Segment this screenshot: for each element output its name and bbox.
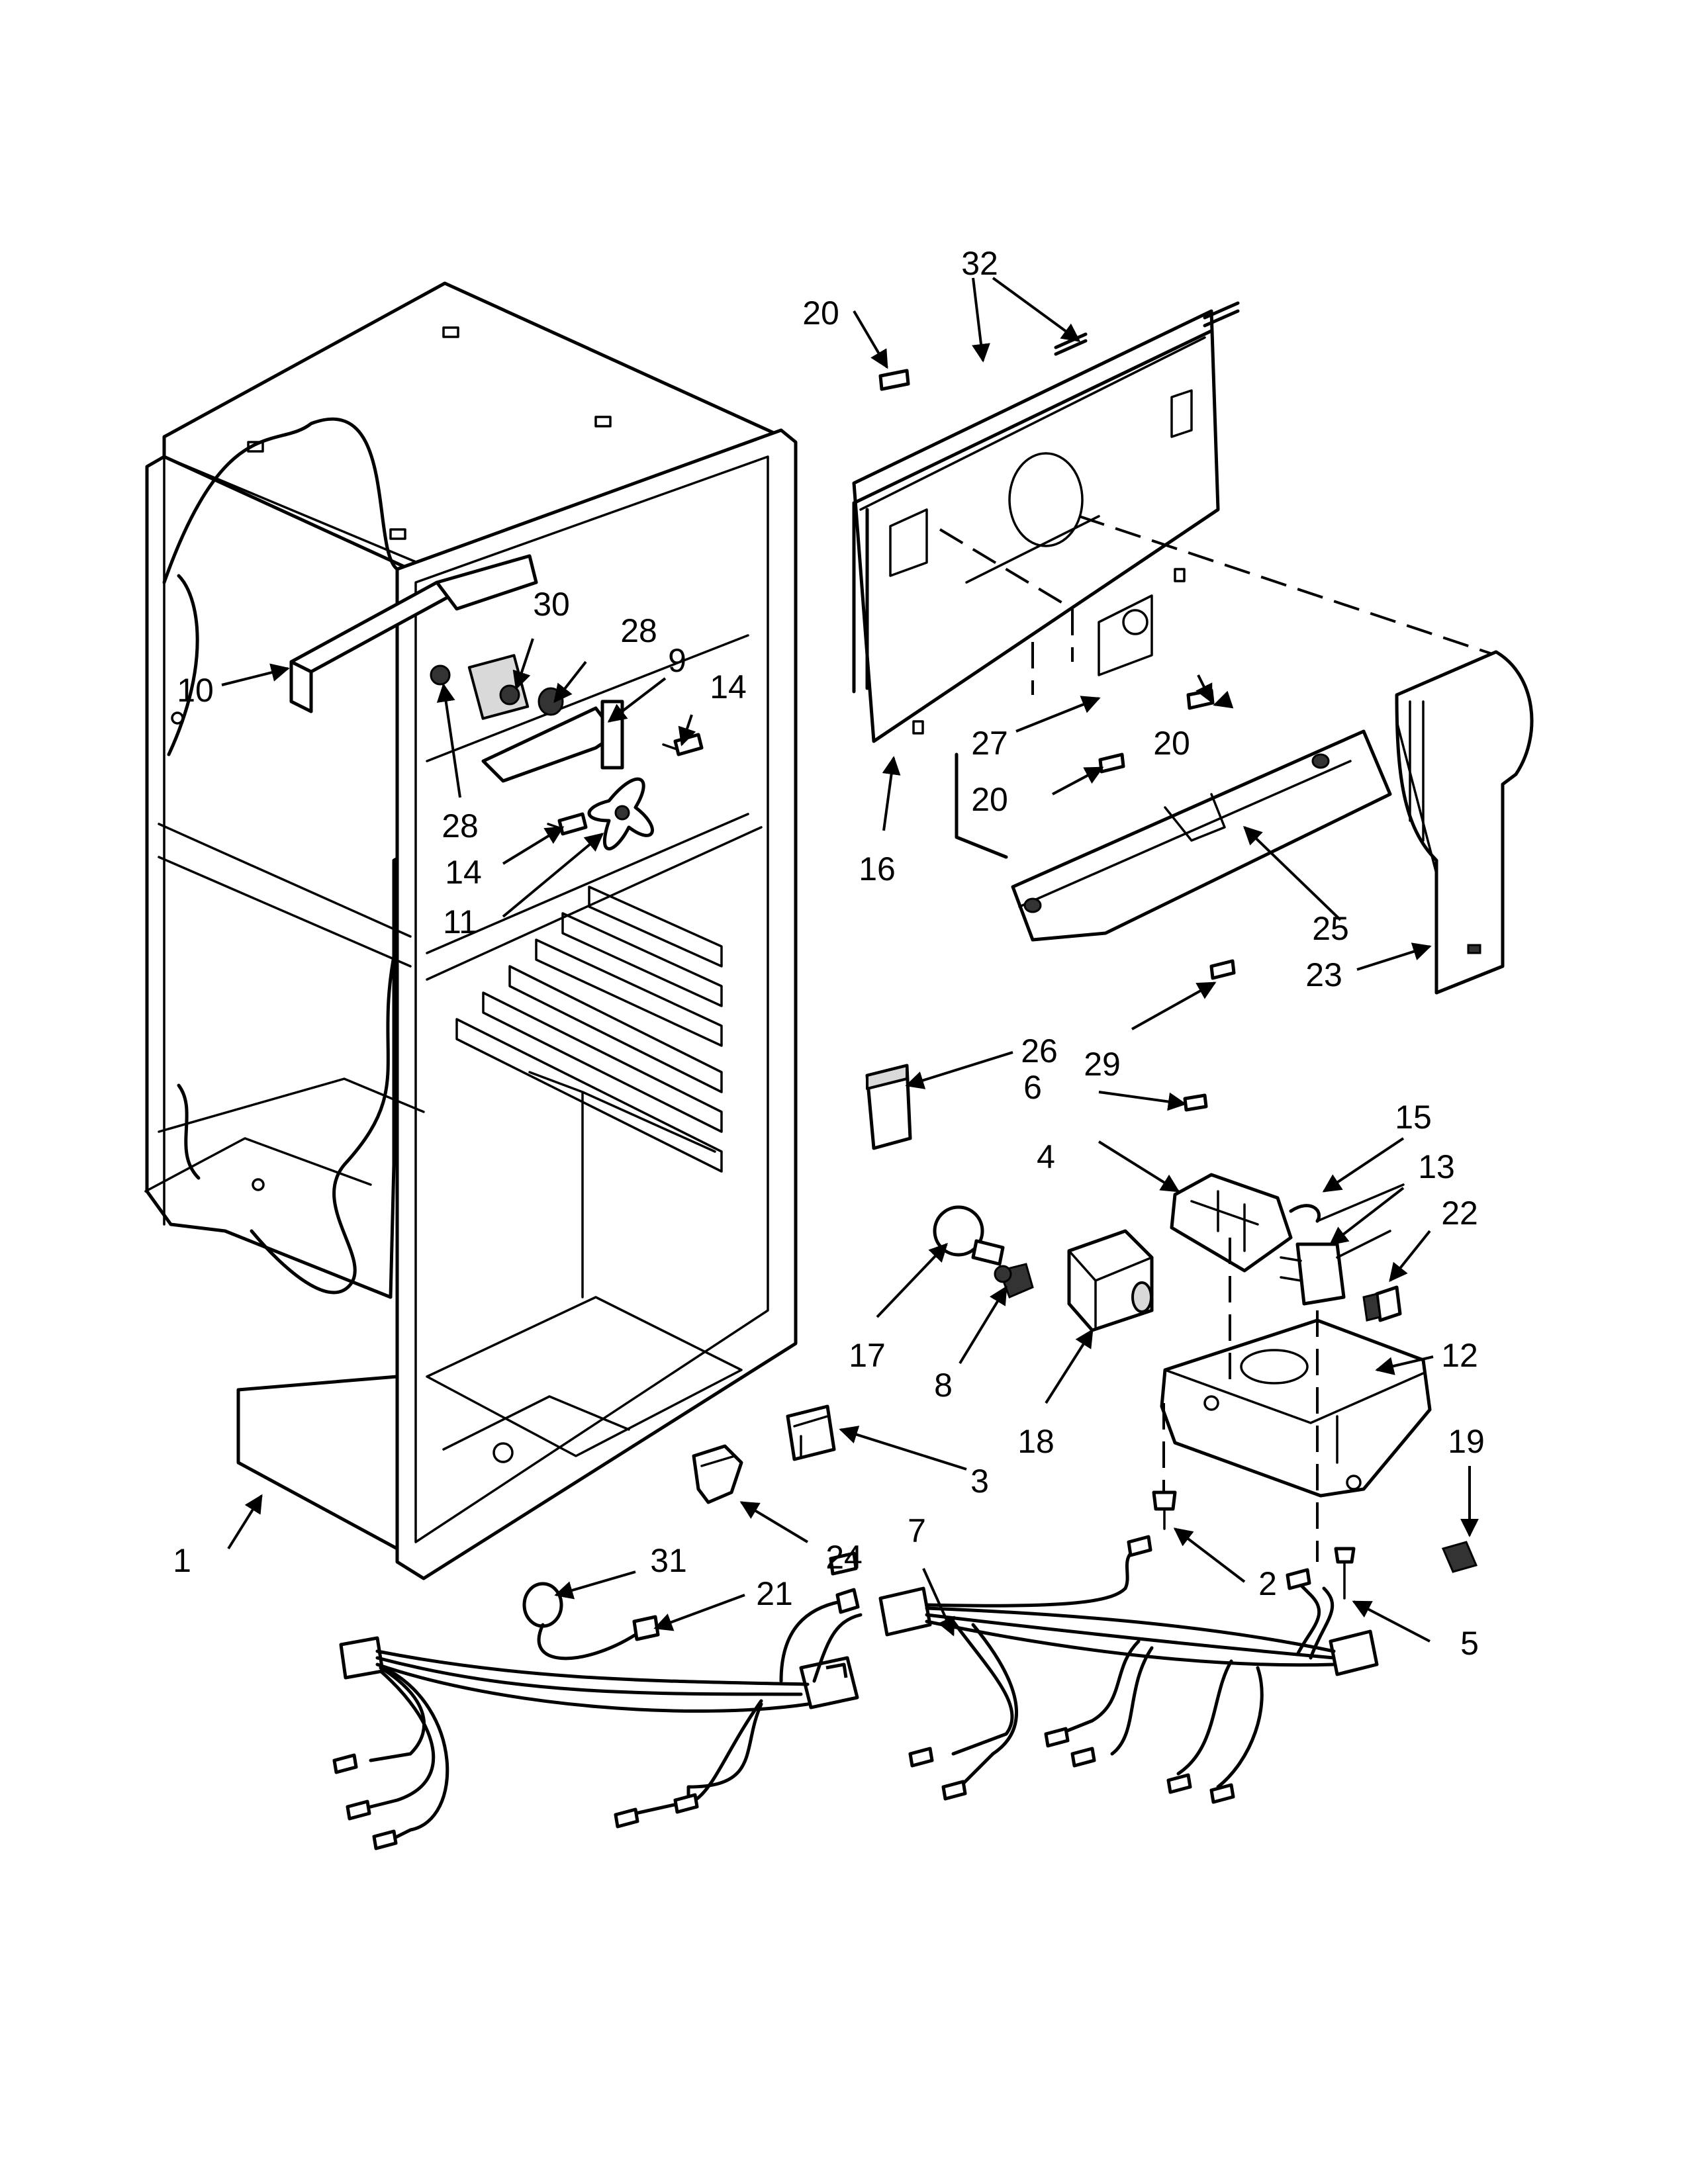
wire-harness-7 bbox=[878, 1535, 1379, 1804]
callout-28a: 28 bbox=[620, 612, 657, 649]
callout-23: 23 bbox=[1305, 956, 1342, 993]
switch-19 bbox=[1441, 1541, 1478, 1573]
light-bulb-17 bbox=[933, 1205, 1005, 1266]
callout-21: 21 bbox=[756, 1575, 793, 1612]
callout-8: 8 bbox=[934, 1367, 953, 1404]
wire-harness-21 bbox=[332, 1551, 863, 1850]
light-socket-8 bbox=[994, 1263, 1034, 1298]
callout-31: 31 bbox=[650, 1542, 687, 1579]
callout-10: 10 bbox=[177, 672, 214, 709]
callout-24: 24 bbox=[825, 1539, 863, 1576]
callout-27: 27 bbox=[971, 725, 1008, 762]
callout-2: 2 bbox=[1258, 1565, 1277, 1602]
callout-19: 19 bbox=[1448, 1423, 1485, 1460]
callout-18: 18 bbox=[1017, 1423, 1055, 1460]
thermistor-15 bbox=[1289, 1183, 1405, 1223]
callout-22: 22 bbox=[1441, 1195, 1478, 1232]
callout-20a: 20 bbox=[802, 295, 839, 332]
switch-24 bbox=[692, 1444, 743, 1504]
callout-3: 3 bbox=[970, 1463, 989, 1500]
control-housing bbox=[1395, 650, 1534, 995]
callout-4: 4 bbox=[1037, 1138, 1055, 1175]
part-26-socket bbox=[865, 1064, 912, 1150]
callout-25: 25 bbox=[1312, 910, 1349, 947]
evaporator-cover bbox=[852, 301, 1497, 859]
callout-13: 13 bbox=[1418, 1148, 1455, 1185]
screw-5 bbox=[1334, 1547, 1356, 1600]
callout-15: 15 bbox=[1395, 1099, 1432, 1136]
switch-3 bbox=[786, 1404, 836, 1461]
callout-32: 32 bbox=[961, 245, 998, 282]
screw-14-lower bbox=[547, 812, 588, 836]
control-box-12 bbox=[1160, 1238, 1432, 1562]
callout-6: 6 bbox=[1023, 1069, 1042, 1106]
callout-20b: 20 bbox=[1153, 725, 1190, 762]
callout-17: 17 bbox=[849, 1337, 886, 1374]
screw-2 bbox=[1152, 1490, 1177, 1530]
callout-11: 11 bbox=[443, 903, 477, 940]
callout-26: 26 bbox=[1021, 1032, 1058, 1069]
callout-5: 5 bbox=[1460, 1625, 1479, 1662]
callouts: 1 2 3 4 5 6 7 8 9 10 11 12 13 14 14 15 1… bbox=[173, 245, 1485, 1662]
callout-29: 29 bbox=[1084, 1046, 1121, 1083]
callout-20c: 20 bbox=[971, 781, 1008, 818]
callout-9: 9 bbox=[668, 642, 686, 679]
light-shield-18 bbox=[1067, 1229, 1154, 1332]
callout-30: 30 bbox=[533, 586, 570, 623]
knob-22 bbox=[1362, 1285, 1402, 1322]
control-board-4 bbox=[1170, 1093, 1293, 1273]
cabinet-liner bbox=[144, 281, 798, 1580]
callout-14a: 14 bbox=[710, 668, 747, 705]
callout-16: 16 bbox=[859, 850, 896, 887]
air-duct bbox=[1011, 729, 1392, 980]
callout-28b: 28 bbox=[442, 807, 479, 844]
callout-1: 1 bbox=[173, 1542, 191, 1579]
thermostat-13 bbox=[1280, 1230, 1391, 1306]
callout-14b: 14 bbox=[445, 854, 482, 891]
leader-lines bbox=[221, 277, 1479, 1643]
callout-7: 7 bbox=[908, 1512, 926, 1549]
callout-12: 12 bbox=[1441, 1337, 1478, 1374]
